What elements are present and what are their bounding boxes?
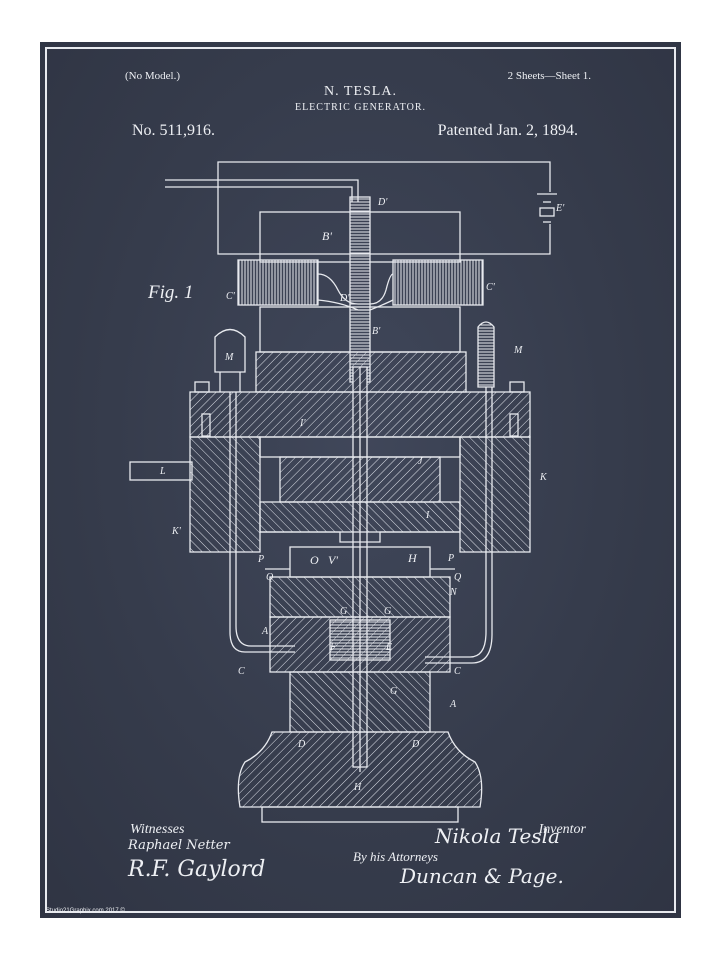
patent-sheet: (No Model.) 2 Sheets—Sheet 1. N. TESLA. … xyxy=(40,42,681,918)
sheet-count-label: 2 Sheets—Sheet 1. xyxy=(507,70,591,82)
ref-letter: O xyxy=(310,553,319,567)
ref-letter: D xyxy=(297,739,306,750)
ref-letter: M xyxy=(513,345,523,356)
ref-letter: E xyxy=(385,642,392,653)
patent-number: No. 511,916. xyxy=(132,122,215,139)
ref-letter: F xyxy=(329,642,337,653)
figure-label: Fig. 1 xyxy=(148,282,194,303)
ref-letter: E' xyxy=(555,203,565,214)
inventor-signature: Nikola Tesla xyxy=(435,824,560,848)
ref-letter: D' xyxy=(377,197,388,208)
attorneys-label: By his Attorneys xyxy=(353,849,438,864)
ref-letter: G xyxy=(340,606,347,617)
ref-letter: M xyxy=(224,352,234,363)
ref-letter: A xyxy=(261,626,269,637)
ref-letter: B' xyxy=(372,326,381,337)
ref-letter: V' xyxy=(328,553,338,567)
ref-letter: H xyxy=(407,551,418,565)
ref-letter: C' xyxy=(486,282,496,293)
witness-signature-1: Raphael Netter xyxy=(128,838,230,853)
ref-letter: Q xyxy=(266,572,274,583)
border-frame xyxy=(45,47,676,913)
ref-letter: N xyxy=(449,587,458,598)
credit-text: Studio21Graphix.com 2017 © xyxy=(46,908,125,914)
ref-letter: C xyxy=(238,666,245,677)
ref-letter: I' xyxy=(299,418,306,429)
generator-drawing: D' B' E' C' C' D' B' M M L I' J K I K' O… xyxy=(129,161,565,823)
ref-letter: G xyxy=(390,686,397,697)
ref-letter: J xyxy=(418,456,423,467)
ref-letter: D xyxy=(411,739,420,750)
ref-letter: H xyxy=(353,782,362,793)
ref-letter: G xyxy=(384,606,391,617)
inventor-label: Inventor xyxy=(538,822,586,837)
ref-letter: I xyxy=(425,510,430,521)
ref-letter: P xyxy=(257,554,264,565)
patent-title: ELECTRIC GENERATOR. xyxy=(294,102,427,113)
ref-letter: A xyxy=(449,699,457,710)
ref-letter: K' xyxy=(171,526,182,537)
witness-signature-2: R.F. Gaylord xyxy=(128,857,266,882)
witnesses-label: Witnesses xyxy=(130,822,185,837)
ref-letter: P xyxy=(447,553,454,564)
ref-letter: Q xyxy=(454,572,462,583)
inventor-name-heading: N. TESLA. xyxy=(324,84,397,99)
ref-letter: C xyxy=(454,666,461,677)
ref-letter: C' xyxy=(226,291,236,302)
ref-letter: B' xyxy=(322,229,332,243)
ref-letter: D' xyxy=(339,293,350,304)
patent-date: Patented Jan. 2, 1894. xyxy=(437,122,578,139)
no-model-label: (No Model.) xyxy=(125,70,180,82)
ref-letter: K xyxy=(539,472,548,483)
attorney-signature: Duncan & Page. xyxy=(400,864,564,888)
ref-letter: L xyxy=(159,466,166,477)
